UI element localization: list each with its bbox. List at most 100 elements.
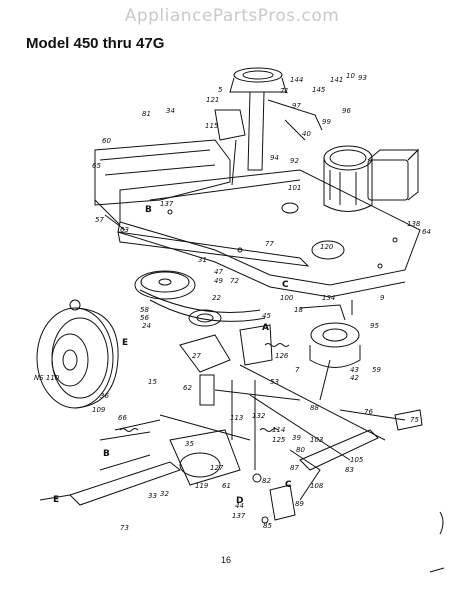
callout-134: 134 bbox=[322, 294, 335, 302]
callout-132: 132 bbox=[252, 412, 266, 420]
callout-92: 92 bbox=[290, 157, 299, 165]
callout-34: 34 bbox=[166, 107, 175, 115]
callout-87: 87 bbox=[290, 464, 299, 472]
transaxle bbox=[39, 429, 241, 506]
callout-24: 24 bbox=[142, 322, 151, 330]
callout-45: 45 bbox=[262, 312, 271, 320]
callout-145: 145 bbox=[312, 86, 326, 94]
section-markers: E B C A D E B C bbox=[53, 205, 292, 506]
marker-C-1: C bbox=[282, 280, 289, 290]
callout-39: 39 bbox=[292, 434, 301, 442]
pulley-assembly bbox=[134, 270, 266, 327]
callout-95: 95 bbox=[370, 322, 379, 330]
callout-36: 36 bbox=[100, 392, 109, 400]
callout-77: 77 bbox=[265, 240, 274, 248]
callout-113: 113 bbox=[230, 414, 243, 422]
callout-32: 32 bbox=[160, 490, 169, 498]
callout-15: 15 bbox=[148, 378, 157, 386]
engine bbox=[323, 145, 420, 212]
callout-75: 75 bbox=[410, 416, 419, 424]
marker-E-1: E bbox=[122, 338, 128, 348]
callout-5: 5 bbox=[218, 86, 223, 94]
page-title: Model 450 thru 47G bbox=[26, 35, 165, 52]
callout-40: 40 bbox=[302, 130, 311, 138]
callout-61: 61 bbox=[222, 482, 231, 490]
page-number: 16 bbox=[221, 555, 232, 565]
callout-18: 18 bbox=[294, 306, 303, 314]
callout-109: 109 bbox=[92, 406, 106, 414]
callout-85: 85 bbox=[263, 522, 272, 530]
callout-72: 72 bbox=[230, 277, 239, 285]
pedal-linkage bbox=[261, 409, 423, 524]
callout-141: 141 bbox=[330, 76, 343, 84]
rear-wheel bbox=[36, 299, 119, 409]
callout-125: 125 bbox=[272, 436, 286, 444]
marker-B-2: B bbox=[145, 205, 152, 215]
callout-76: 76 bbox=[364, 408, 373, 416]
callout-110: NS 110 bbox=[34, 374, 60, 382]
callout-83: 83 bbox=[345, 466, 354, 474]
callout-65: 65 bbox=[92, 162, 101, 170]
callout-100: 100 bbox=[280, 294, 294, 302]
callout-119: 119 bbox=[195, 482, 209, 490]
callout-35: 35 bbox=[185, 440, 194, 448]
callout-33: 33 bbox=[148, 492, 157, 500]
callout-10: 10 bbox=[346, 72, 355, 80]
callout-88: 88 bbox=[310, 404, 319, 412]
callout-64: 64 bbox=[422, 228, 431, 236]
callout-73: 73 bbox=[120, 524, 129, 532]
callout-59: 59 bbox=[372, 366, 381, 374]
callout-9: 9 bbox=[380, 294, 385, 302]
clutch-assembly bbox=[299, 300, 361, 401]
frame-rail bbox=[94, 139, 310, 267]
callout-105: 105 bbox=[350, 456, 364, 464]
callout-137: 137 bbox=[160, 200, 174, 208]
callout-60: 60 bbox=[102, 137, 111, 145]
callout-127: 127 bbox=[210, 464, 224, 472]
marker-D-1: D bbox=[236, 496, 243, 506]
callout-121: 121 bbox=[206, 96, 219, 104]
transmission-linkage bbox=[159, 324, 301, 483]
marker-C-2: C bbox=[285, 480, 292, 490]
callout-57: 57 bbox=[95, 216, 104, 224]
callout-97: 97 bbox=[292, 102, 301, 110]
callout-89: 89 bbox=[295, 500, 304, 508]
callout-47: 47 bbox=[214, 268, 223, 276]
callout-81: 81 bbox=[142, 110, 151, 118]
callout-103: 103 bbox=[310, 436, 323, 444]
callout-7: 7 bbox=[295, 366, 300, 374]
callout-42: 42 bbox=[350, 374, 359, 382]
callout-82: 82 bbox=[262, 477, 271, 485]
part-callouts: 10 93 141 145 144 71 121 5 97 96 99 40 8… bbox=[34, 72, 431, 532]
callout-94: 94 bbox=[270, 154, 279, 162]
callout-108: 108 bbox=[310, 482, 324, 490]
callout-138: 138 bbox=[407, 220, 421, 228]
callout-56: 56 bbox=[140, 314, 149, 322]
callout-120: 120 bbox=[320, 243, 334, 251]
drag-links bbox=[94, 199, 386, 461]
callout-31: 31 bbox=[198, 256, 207, 264]
callout-99: 99 bbox=[322, 118, 331, 126]
callout-43: 43 bbox=[350, 366, 359, 374]
callout-63: 63 bbox=[120, 226, 129, 234]
callout-66: 66 bbox=[118, 414, 127, 422]
callout-22: 22 bbox=[212, 294, 221, 302]
callout-71: 71 bbox=[280, 87, 289, 95]
callout-144: 144 bbox=[290, 76, 303, 84]
frame-deck bbox=[117, 169, 421, 298]
callout-115: 115 bbox=[205, 122, 219, 130]
callout-53: 53 bbox=[270, 378, 279, 386]
callout-114: 114 bbox=[272, 426, 285, 434]
marker-E-2: E bbox=[53, 495, 59, 505]
callout-128: 137 bbox=[232, 512, 246, 520]
watermark: AppliancePartsPros.com bbox=[124, 6, 340, 26]
callout-49: 49 bbox=[214, 277, 223, 285]
margin-marks bbox=[429, 511, 445, 573]
callout-126: 126 bbox=[275, 352, 289, 360]
callout-96: 96 bbox=[342, 107, 351, 115]
steering-column bbox=[214, 67, 323, 186]
callout-62: 62 bbox=[183, 384, 192, 392]
callout-80: 80 bbox=[296, 446, 305, 454]
marker-A-1: A bbox=[262, 323, 269, 333]
callout-101: 101 bbox=[288, 184, 301, 192]
